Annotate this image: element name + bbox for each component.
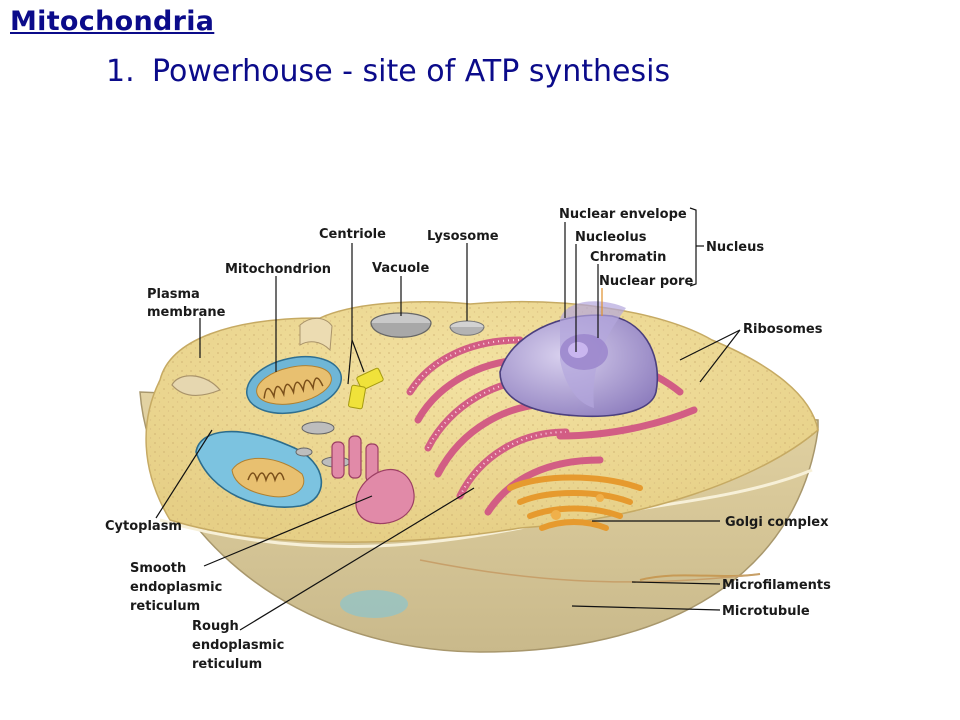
vacuole <box>370 312 432 338</box>
plasma-membrane-fold <box>171 375 221 396</box>
label-ribosomes: Ribosomes <box>743 322 823 337</box>
label-centriole: Centriole <box>319 227 386 242</box>
label-cytoplasm: Cytoplasm <box>105 519 182 534</box>
label-microtubule: Microtubule <box>722 604 810 619</box>
label-rough-er-2: endoplasmic <box>192 638 284 653</box>
label-microfilaments: Microfilaments <box>722 578 831 593</box>
label-plasma-membrane-2: membrane <box>147 305 226 320</box>
label-smooth-er-2: endoplasmic <box>130 580 222 595</box>
label-nuclear-pore: Nuclear pore <box>599 274 693 289</box>
label-rough-er-1: Rough <box>192 619 239 634</box>
bullet-number: 1. <box>106 54 135 89</box>
slide-title: Mitochondria <box>10 6 215 37</box>
lower-mitochondrion <box>340 590 408 618</box>
bullet-text: Powerhouse - site of ATP synthesis <box>152 54 671 89</box>
mitochondrion-lower <box>195 430 323 508</box>
label-vacuole: Vacuole <box>372 261 429 276</box>
mitochondrion-upper <box>245 356 343 414</box>
label-smooth-er-3: reticulum <box>130 599 200 614</box>
centriole <box>348 367 384 410</box>
bullet-point: 1. Powerhouse - site of ATP synthesis <box>106 54 670 89</box>
label-lysosome: Lysosome <box>427 229 499 244</box>
label-nuclear-envelope: Nuclear envelope <box>559 207 687 222</box>
leader-lines <box>155 207 741 631</box>
label-golgi-complex: Golgi complex <box>725 515 829 530</box>
label-chromatin: Chromatin <box>590 250 666 265</box>
label-rough-er-3: reticulum <box>192 657 262 672</box>
label-mitochondrion: Mitochondrion <box>225 262 331 277</box>
label-plasma-membrane-1: Plasma <box>147 287 200 302</box>
golgi-complex <box>507 474 643 531</box>
label-smooth-er-1: Smooth <box>130 561 186 576</box>
smooth-er <box>331 435 415 525</box>
lysosome <box>449 320 485 336</box>
label-nucleus: Nucleus <box>706 240 764 255</box>
label-nucleolus: Nucleolus <box>575 230 647 245</box>
